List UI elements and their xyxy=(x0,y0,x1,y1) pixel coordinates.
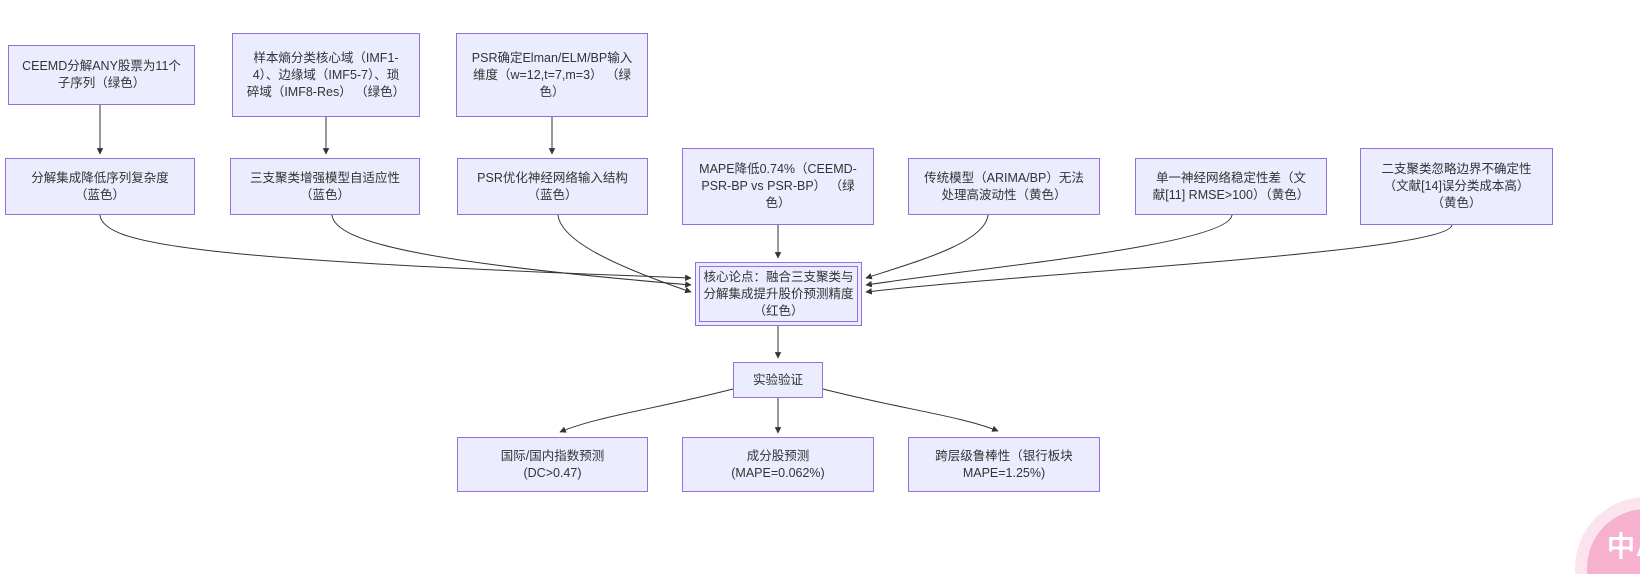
edge-validation-to-robustness xyxy=(822,388,999,432)
edge-decomposition-to-core xyxy=(99,214,692,282)
edge-traditional-to-core xyxy=(865,214,989,280)
translate-button[interactable]: 中A xyxy=(1587,509,1640,574)
node-label: 样本熵分类核心域（IMF1- 4）、边缘域（IMF5-7）、琐 碎域（IMF8-… xyxy=(246,50,406,99)
node-label: 核心论点：融合三支聚类与 分解集成提升股价预测精度 （红色） xyxy=(703,269,854,318)
node-label: 实验验证 xyxy=(752,372,803,387)
node-label: 跨层级鲁棒性（银行板块 MAPE=1.25%) xyxy=(935,448,1073,480)
node-ceemd-decompose: CEEMD分解ANY股票为11个 子序列（绿色） xyxy=(8,45,195,105)
node-experimental-validation: 实验验证 xyxy=(733,362,823,398)
node-label: 单一神经网络稳定性差（文 献[11] RMSE>100）（黄色） xyxy=(1152,170,1310,202)
node-label: MAPE降低0.74%（CEEMD- PSR-BP vs PSR-BP） （绿 … xyxy=(699,162,857,210)
node-decomposition-reduces-complexity: 分解集成降低序列复杂度 （蓝色） xyxy=(5,158,195,215)
core-thesis-inner-border: 核心论点：融合三支聚类与 分解集成提升股价预测精度 （红色） xyxy=(699,266,858,322)
translate-icon: 中A xyxy=(1607,531,1640,562)
node-single-nn-instability: 单一神经网络稳定性差（文 献[11] RMSE>100）（黄色） xyxy=(1135,158,1327,215)
edge-clustering-to-core xyxy=(331,214,692,288)
node-label: 分解集成降低序列复杂度 （蓝色） xyxy=(31,170,169,202)
node-core-thesis: 核心论点：融合三支聚类与 分解集成提升股价预测精度 （红色） xyxy=(695,262,862,326)
node-label: PSR确定Elman/ELM/BP输入 维度（w=12,t=7,m=3） （绿 … xyxy=(471,50,633,99)
node-label: 国际/国内指数预测 (DC>0.47) xyxy=(500,448,605,480)
node-label: CEEMD分解ANY股票为11个 子序列（绿色） xyxy=(22,59,181,90)
node-psr-optimizes-input-structure: PSR优化神经网络输入结构 （蓝色） xyxy=(457,158,648,215)
edge-twoway-to-core xyxy=(865,224,1453,295)
node-mape-reduction: MAPE降低0.74%（CEEMD- PSR-BP vs PSR-BP） （绿 … xyxy=(682,148,874,225)
node-label: 三支聚类增强模型自适应性 （蓝色） xyxy=(249,170,400,202)
node-label: 二支聚类忽略边界不确定性 （文献[14]误分类成本高） （黄色） xyxy=(1381,162,1532,210)
node-label: PSR优化神经网络输入结构 （蓝色） xyxy=(477,170,628,202)
edge-validation-to-index xyxy=(559,388,734,433)
edge-singlenn-to-core xyxy=(865,214,1233,288)
node-psr-input-dimension: PSR确定Elman/ELM/BP输入 维度（w=12,t=7,m=3） （绿 … xyxy=(456,33,648,117)
node-traditional-model-limitation: 传统模型（ARIMA/BP）无法 处理高波动性（黄色） xyxy=(908,158,1100,215)
node-three-way-clustering-adaptivity: 三支聚类增强模型自适应性 （蓝色） xyxy=(230,158,420,215)
node-label: 成分股预测 (MAPE=0.062%) xyxy=(731,448,825,480)
node-cross-level-robustness: 跨层级鲁棒性（银行板块 MAPE=1.25%) xyxy=(908,437,1100,492)
node-constituent-stock-prediction: 成分股预测 (MAPE=0.062%) xyxy=(682,437,874,492)
node-index-prediction: 国际/国内指数预测 (DC>0.47) xyxy=(457,437,648,492)
node-two-way-clustering-limitation: 二支聚类忽略边界不确定性 （文献[14]误分类成本高） （黄色） xyxy=(1360,148,1553,225)
edge-psropt-to-core xyxy=(557,214,692,294)
node-label: 传统模型（ARIMA/BP）无法 处理高波动性（黄色） xyxy=(924,170,1084,202)
node-sample-entropy-classification: 样本熵分类核心域（IMF1- 4）、边缘域（IMF5-7）、琐 碎域（IMF8-… xyxy=(232,33,420,117)
